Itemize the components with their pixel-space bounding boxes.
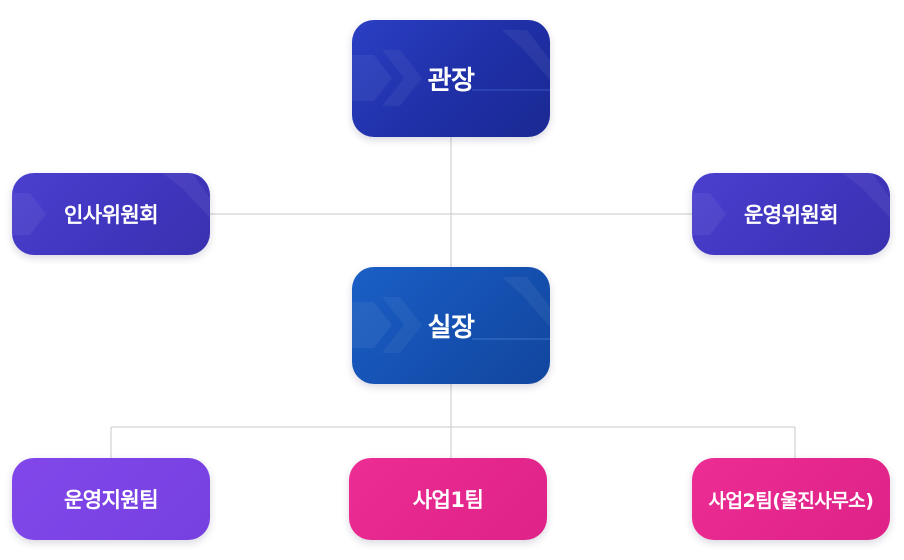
arrow-pattern-decoration: [692, 173, 890, 235]
team-business-1-label: 사업1팀: [412, 488, 484, 512]
head-of-office-label: 실장: [427, 313, 475, 343]
director-label: 관장: [427, 66, 475, 96]
arrow-pattern-decoration: [352, 30, 550, 106]
team-business-2-label: 사업2팀(울진사무소): [708, 489, 874, 512]
hr-committee-node: 인사위원회: [12, 173, 210, 255]
arrow-pattern-decoration: [352, 277, 550, 353]
team-operations-support-label: 운영지원팀: [63, 488, 159, 512]
team-business-2-node: 사업2팀(울진사무소): [692, 458, 890, 540]
team-operations-support-node: 운영지원팀: [12, 458, 210, 540]
arrow-pattern-decoration: [12, 173, 210, 235]
director-node: 관장: [352, 20, 550, 137]
hr-committee-label: 인사위원회: [63, 203, 159, 227]
operations-committee-node: 운영위원회: [692, 173, 890, 255]
operations-committee-label: 운영위원회: [743, 203, 839, 227]
head-of-office-node: 실장: [352, 267, 550, 384]
team-business-1-node: 사업1팀: [349, 458, 547, 540]
